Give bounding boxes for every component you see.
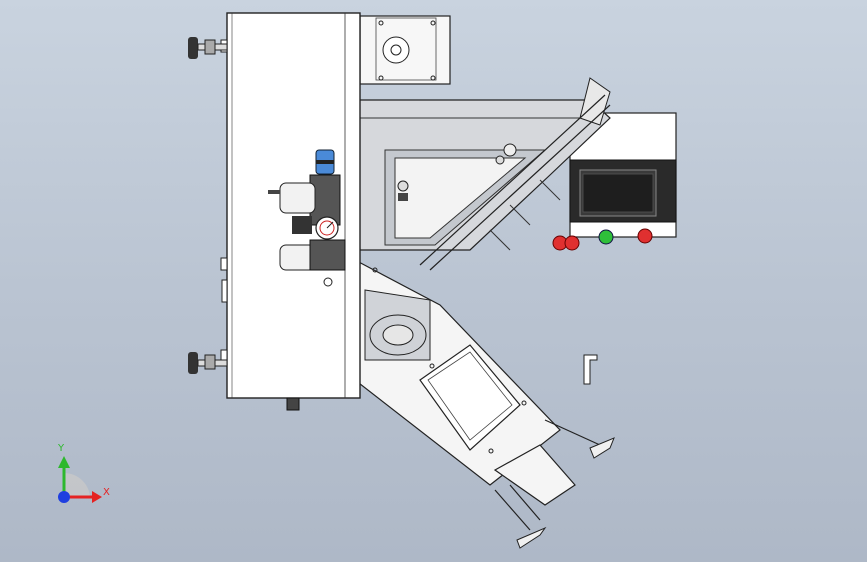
hex-key-tool[interactable]: [583, 354, 598, 385]
inclined-chute-arm[interactable]: [354, 259, 615, 549]
triangular-frame[interactable]: [354, 77, 611, 271]
motor-mount-plate[interactable]: [359, 15, 451, 85]
emergency-stop-icon[interactable]: [637, 228, 653, 244]
hmi-control-box[interactable]: [552, 112, 677, 251]
coordinate-triad: [58, 456, 102, 503]
air-filter-regulator-unit[interactable]: [268, 149, 346, 271]
leveling-foot-bottom[interactable]: [188, 352, 228, 374]
y-axis-label: Y: [58, 443, 65, 454]
x-axis-label: X: [103, 487, 110, 498]
leveling-foot-top[interactable]: [188, 37, 228, 59]
z-axis-dot: [58, 491, 70, 503]
start-button-icon[interactable]: [598, 229, 614, 245]
